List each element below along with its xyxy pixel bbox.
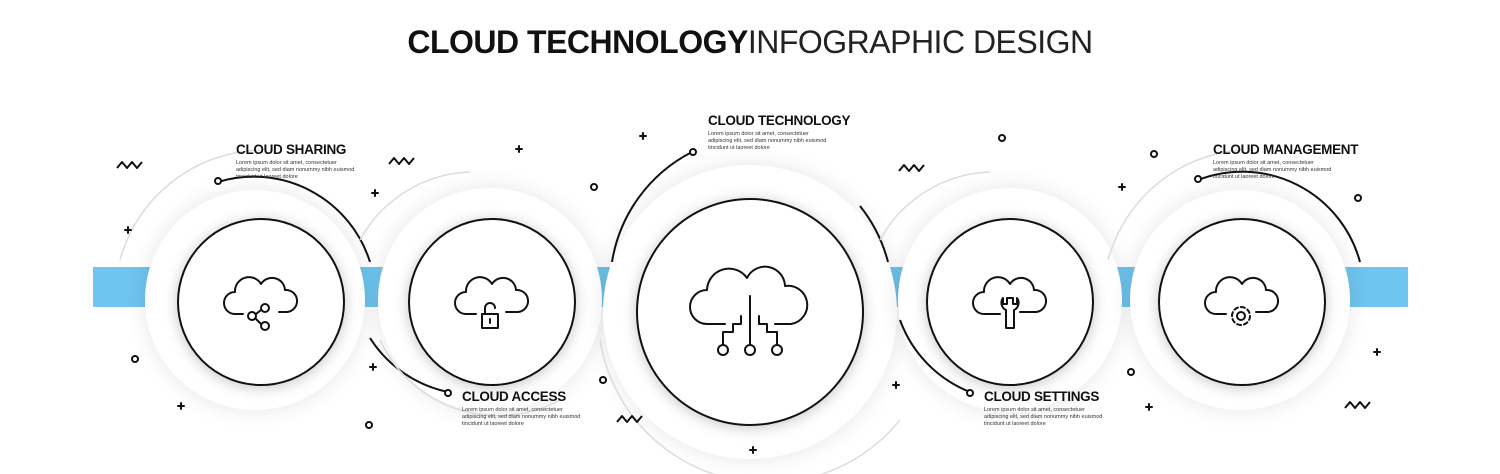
title-light: INFOGRAPHIC DESIGN [747,24,1093,60]
plus [1373,348,1381,356]
arc-6 [1197,170,1361,263]
plus [639,132,647,140]
zigzag [388,157,415,165]
dot [1127,368,1135,376]
step-label-4: CLOUD SETTINGS Lorem ipsum dolor sit ame… [984,389,1174,427]
zigzag [616,415,643,423]
step-heading: CLOUD SETTINGS [984,389,1100,404]
zigzag [116,161,143,169]
cloud-network-icon [689,265,809,356]
step-text: Lorem ipsum dolor sit amet, consectetuer… [708,131,827,151]
cloud-gear-icon [1204,276,1280,326]
step-circle-3[interactable] [636,198,864,426]
plus [371,189,379,197]
plus [1118,183,1126,191]
step-label-2: CLOUD ACCESS Lorem ipsum dolor sit amet,… [462,389,652,427]
plus [515,145,523,153]
step-heading: CLOUD MANAGEMENT [1213,142,1359,157]
cloud-share-icon [223,276,299,331]
plus [369,363,377,371]
arc-end-dot [689,148,697,156]
dot [590,183,598,191]
zigzag [1344,401,1371,409]
dot [365,421,373,429]
arc-5 [899,319,971,393]
plus [749,446,757,454]
page-title: CLOUD TECHNOLOGYINFOGRAPHIC DESIGN [0,24,1500,61]
plus [1145,403,1153,411]
zigzag [898,164,925,172]
plus [177,402,185,410]
arc-2 [369,337,449,393]
arc-end-dot [214,177,222,185]
step-label-5: CLOUD MANAGEMENT Lorem ipsum dolor sit a… [1213,142,1403,180]
title-bold: CLOUD TECHNOLOGY [407,24,748,60]
cloud-lock-icon [454,276,530,329]
dot [1150,150,1158,158]
plus [892,381,900,389]
step-circle-4[interactable] [926,218,1094,386]
step-heading: CLOUD SHARING [236,142,347,157]
arc-1 [217,175,371,263]
plus [124,226,132,234]
step-text: Lorem ipsum dolor sit amet, consectetuer… [1213,160,1332,180]
dot [599,376,607,384]
step-circle-1[interactable] [177,218,345,386]
step-circle-2[interactable] [408,218,576,386]
arc-3 [611,151,693,263]
arc-end-dot [444,389,452,397]
step-circle-5[interactable] [1158,218,1326,386]
dot [1354,194,1362,202]
step-text: Lorem ipsum dolor sit amet, consectetuer… [984,407,1103,427]
step-label-1: CLOUD SHARING Lorem ipsum dolor sit amet… [236,142,426,180]
arc-4 [859,205,889,263]
step-text: Lorem ipsum dolor sit amet, consectetuer… [462,407,581,427]
dot [131,355,139,363]
cloud-wrench-icon [972,276,1048,329]
arc-end-dot [1194,175,1202,183]
step-heading: CLOUD TECHNOLOGY [708,113,851,128]
step-text: Lorem ipsum dolor sit amet, consectetuer… [236,160,355,180]
arc-end-dot [966,389,974,397]
step-label-3: CLOUD TECHNOLOGY Lorem ipsum dolor sit a… [708,113,898,151]
dot [998,134,1006,142]
step-heading: CLOUD ACCESS [462,389,566,404]
